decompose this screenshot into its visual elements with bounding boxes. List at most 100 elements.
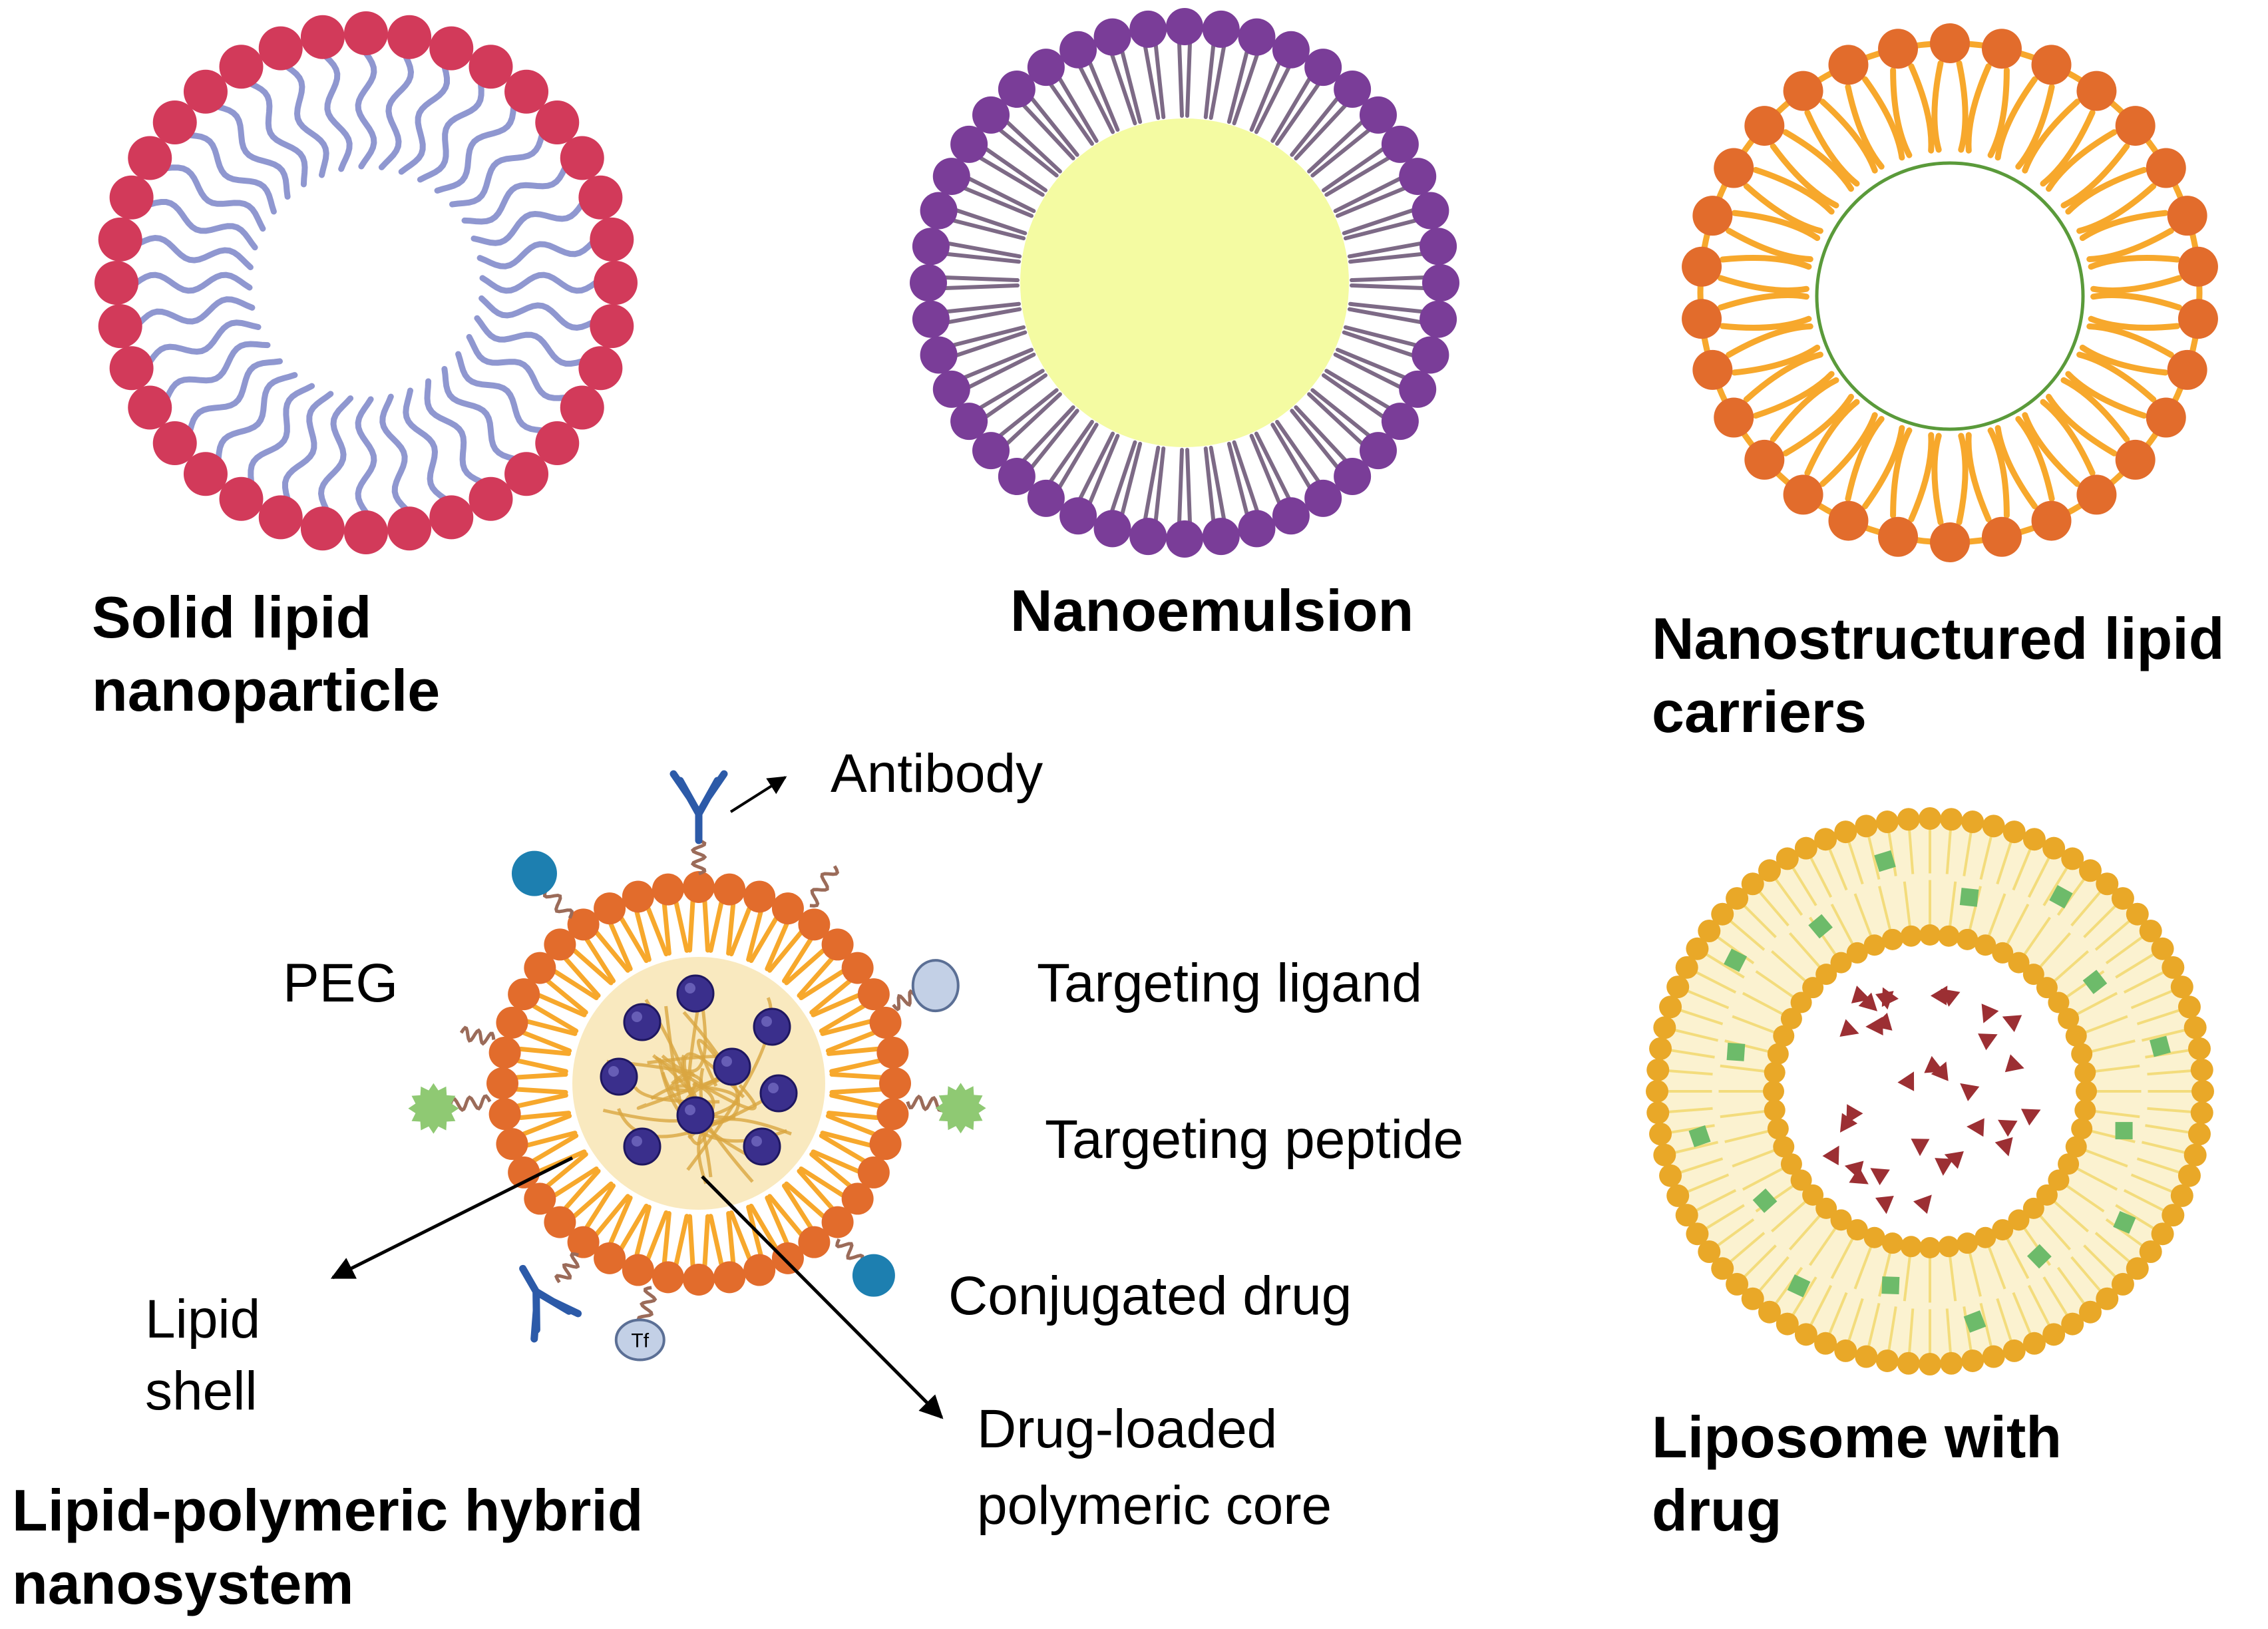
lipid-tail xyxy=(708,900,724,953)
polymer-strand xyxy=(697,1038,724,1087)
outer-lipid-head xyxy=(1711,1257,1734,1280)
lipid-head xyxy=(578,346,623,391)
surfactant-tail xyxy=(1343,325,1418,347)
lipid-head xyxy=(1692,349,1733,390)
lipid-tail xyxy=(2015,84,2055,170)
outer-lipid-head xyxy=(1855,1345,1878,1368)
surfactant-head xyxy=(1422,264,1459,301)
lipid-tail xyxy=(1890,67,1913,158)
lipid-tail xyxy=(2065,371,2148,419)
surfactant-tail xyxy=(1350,275,1426,282)
lipid-head xyxy=(567,908,600,941)
surfactant-tail xyxy=(1254,431,1291,501)
lipid-head xyxy=(2076,474,2117,515)
outer-leaflet-tail xyxy=(1670,1027,1719,1042)
surfactant-tail xyxy=(944,301,1021,314)
lipid-head xyxy=(1828,500,1869,541)
polymer-strand xyxy=(669,1075,693,1093)
solid-lipid-nanoparticle-diagram xyxy=(94,11,638,554)
lipid-head xyxy=(469,45,513,89)
lipid-tail xyxy=(594,1194,630,1236)
surfactant-head xyxy=(910,264,947,301)
outer-lipid-head xyxy=(1776,1312,1799,1336)
surfactant-tail xyxy=(1057,423,1099,490)
lipid-head xyxy=(488,1098,521,1131)
inner-leaflet-tail xyxy=(1808,1224,1839,1266)
surfactant-head xyxy=(1419,228,1457,266)
inner-lipid-head xyxy=(2048,992,2070,1013)
surfactant-tail xyxy=(1120,49,1143,124)
lipid-tail xyxy=(687,899,695,953)
surfactant-tail xyxy=(962,186,1034,218)
surfactant-tail xyxy=(1321,146,1386,192)
lipid-tail xyxy=(2076,183,2157,234)
lipid-tail xyxy=(1862,425,1905,510)
lipid-tail xyxy=(537,993,587,1017)
outer-leaflet-tail xyxy=(2147,1107,2195,1114)
outer-leaflet-tail xyxy=(2123,1188,2168,1214)
lipid-tail xyxy=(355,396,377,516)
surfactant-tail xyxy=(1030,409,1079,470)
lipid-head xyxy=(109,346,154,391)
peg-label: PEG xyxy=(283,953,398,1013)
inner-leaflet-tail xyxy=(1948,1252,1957,1302)
inner-leaflet-tail xyxy=(2036,1212,2072,1250)
peg-chain xyxy=(554,1252,580,1284)
lipid-tail xyxy=(1908,432,1935,522)
outer-leaflet-tail xyxy=(2056,1266,2088,1308)
surfactant-tail xyxy=(1290,409,1340,470)
surfactant-head xyxy=(1419,300,1457,338)
outer-lipid-head xyxy=(1653,1016,1676,1039)
outer-lipid-head xyxy=(2022,828,2046,851)
outer-lipid-head xyxy=(2177,996,2201,1019)
nanoemulsion-label: Nanoemulsion xyxy=(1010,578,1414,643)
outer-leaflet-tail xyxy=(1692,969,1737,994)
lipid-tail xyxy=(826,1046,880,1056)
outer-lipid-head xyxy=(1897,1352,1920,1375)
lipid-head xyxy=(183,69,228,114)
outer-leaflet-tail xyxy=(1827,1292,1848,1338)
lipid-tail xyxy=(767,930,803,973)
sln-label-line1: Solid lipid xyxy=(92,584,371,650)
lipid-head xyxy=(622,880,654,913)
lipid-tail xyxy=(2086,323,2174,358)
lipid-tail xyxy=(584,937,616,984)
outer-leaflet-tail xyxy=(2123,969,2168,994)
lipid-tail xyxy=(811,1149,860,1174)
surfactant-tail xyxy=(1270,423,1312,490)
lipid-head xyxy=(594,1242,626,1274)
lipid-tail xyxy=(564,1169,601,1210)
inner-lipid-head xyxy=(1863,1226,1885,1248)
encapsulated-drug xyxy=(713,1047,751,1086)
outer-lipid-head xyxy=(1834,820,1857,844)
surfactant-tail xyxy=(978,156,1045,197)
lipid-tail xyxy=(749,1203,779,1250)
antibody-icon xyxy=(669,770,728,844)
lipid-head xyxy=(300,15,345,59)
lipid-tail xyxy=(809,979,852,1015)
lipid-tail xyxy=(518,1046,572,1056)
surfactant-tail xyxy=(1177,448,1184,524)
surfactant-tail xyxy=(1348,301,1425,314)
lipid-tail xyxy=(478,295,596,331)
outer-lipid-head xyxy=(2061,1312,2084,1336)
outer-leaflet-tail xyxy=(1945,826,1953,874)
lipid-tail xyxy=(248,383,315,485)
outer-leaflet-tail xyxy=(1996,837,2014,885)
surfactant-head xyxy=(1166,8,1203,45)
surfactant-tail xyxy=(1185,448,1192,524)
lipid-tail xyxy=(441,366,517,462)
lipid-head xyxy=(869,1128,902,1161)
outer-leaflet-tail xyxy=(1664,1107,1713,1114)
lipid-tail xyxy=(164,164,266,232)
inner-lipid-head xyxy=(1881,928,1903,950)
lipid-tail xyxy=(634,1204,652,1257)
lipid-head xyxy=(508,1156,540,1188)
outer-leaflet-tail xyxy=(2115,951,2158,979)
surfactant-tail xyxy=(1232,52,1260,126)
lipid-tail xyxy=(702,899,710,953)
lipid-head xyxy=(1714,148,1754,188)
inner-leaflet-tail xyxy=(1878,1249,1893,1297)
outer-lipid-head xyxy=(2061,847,2084,870)
outer-lipid-head xyxy=(2042,1323,2066,1346)
